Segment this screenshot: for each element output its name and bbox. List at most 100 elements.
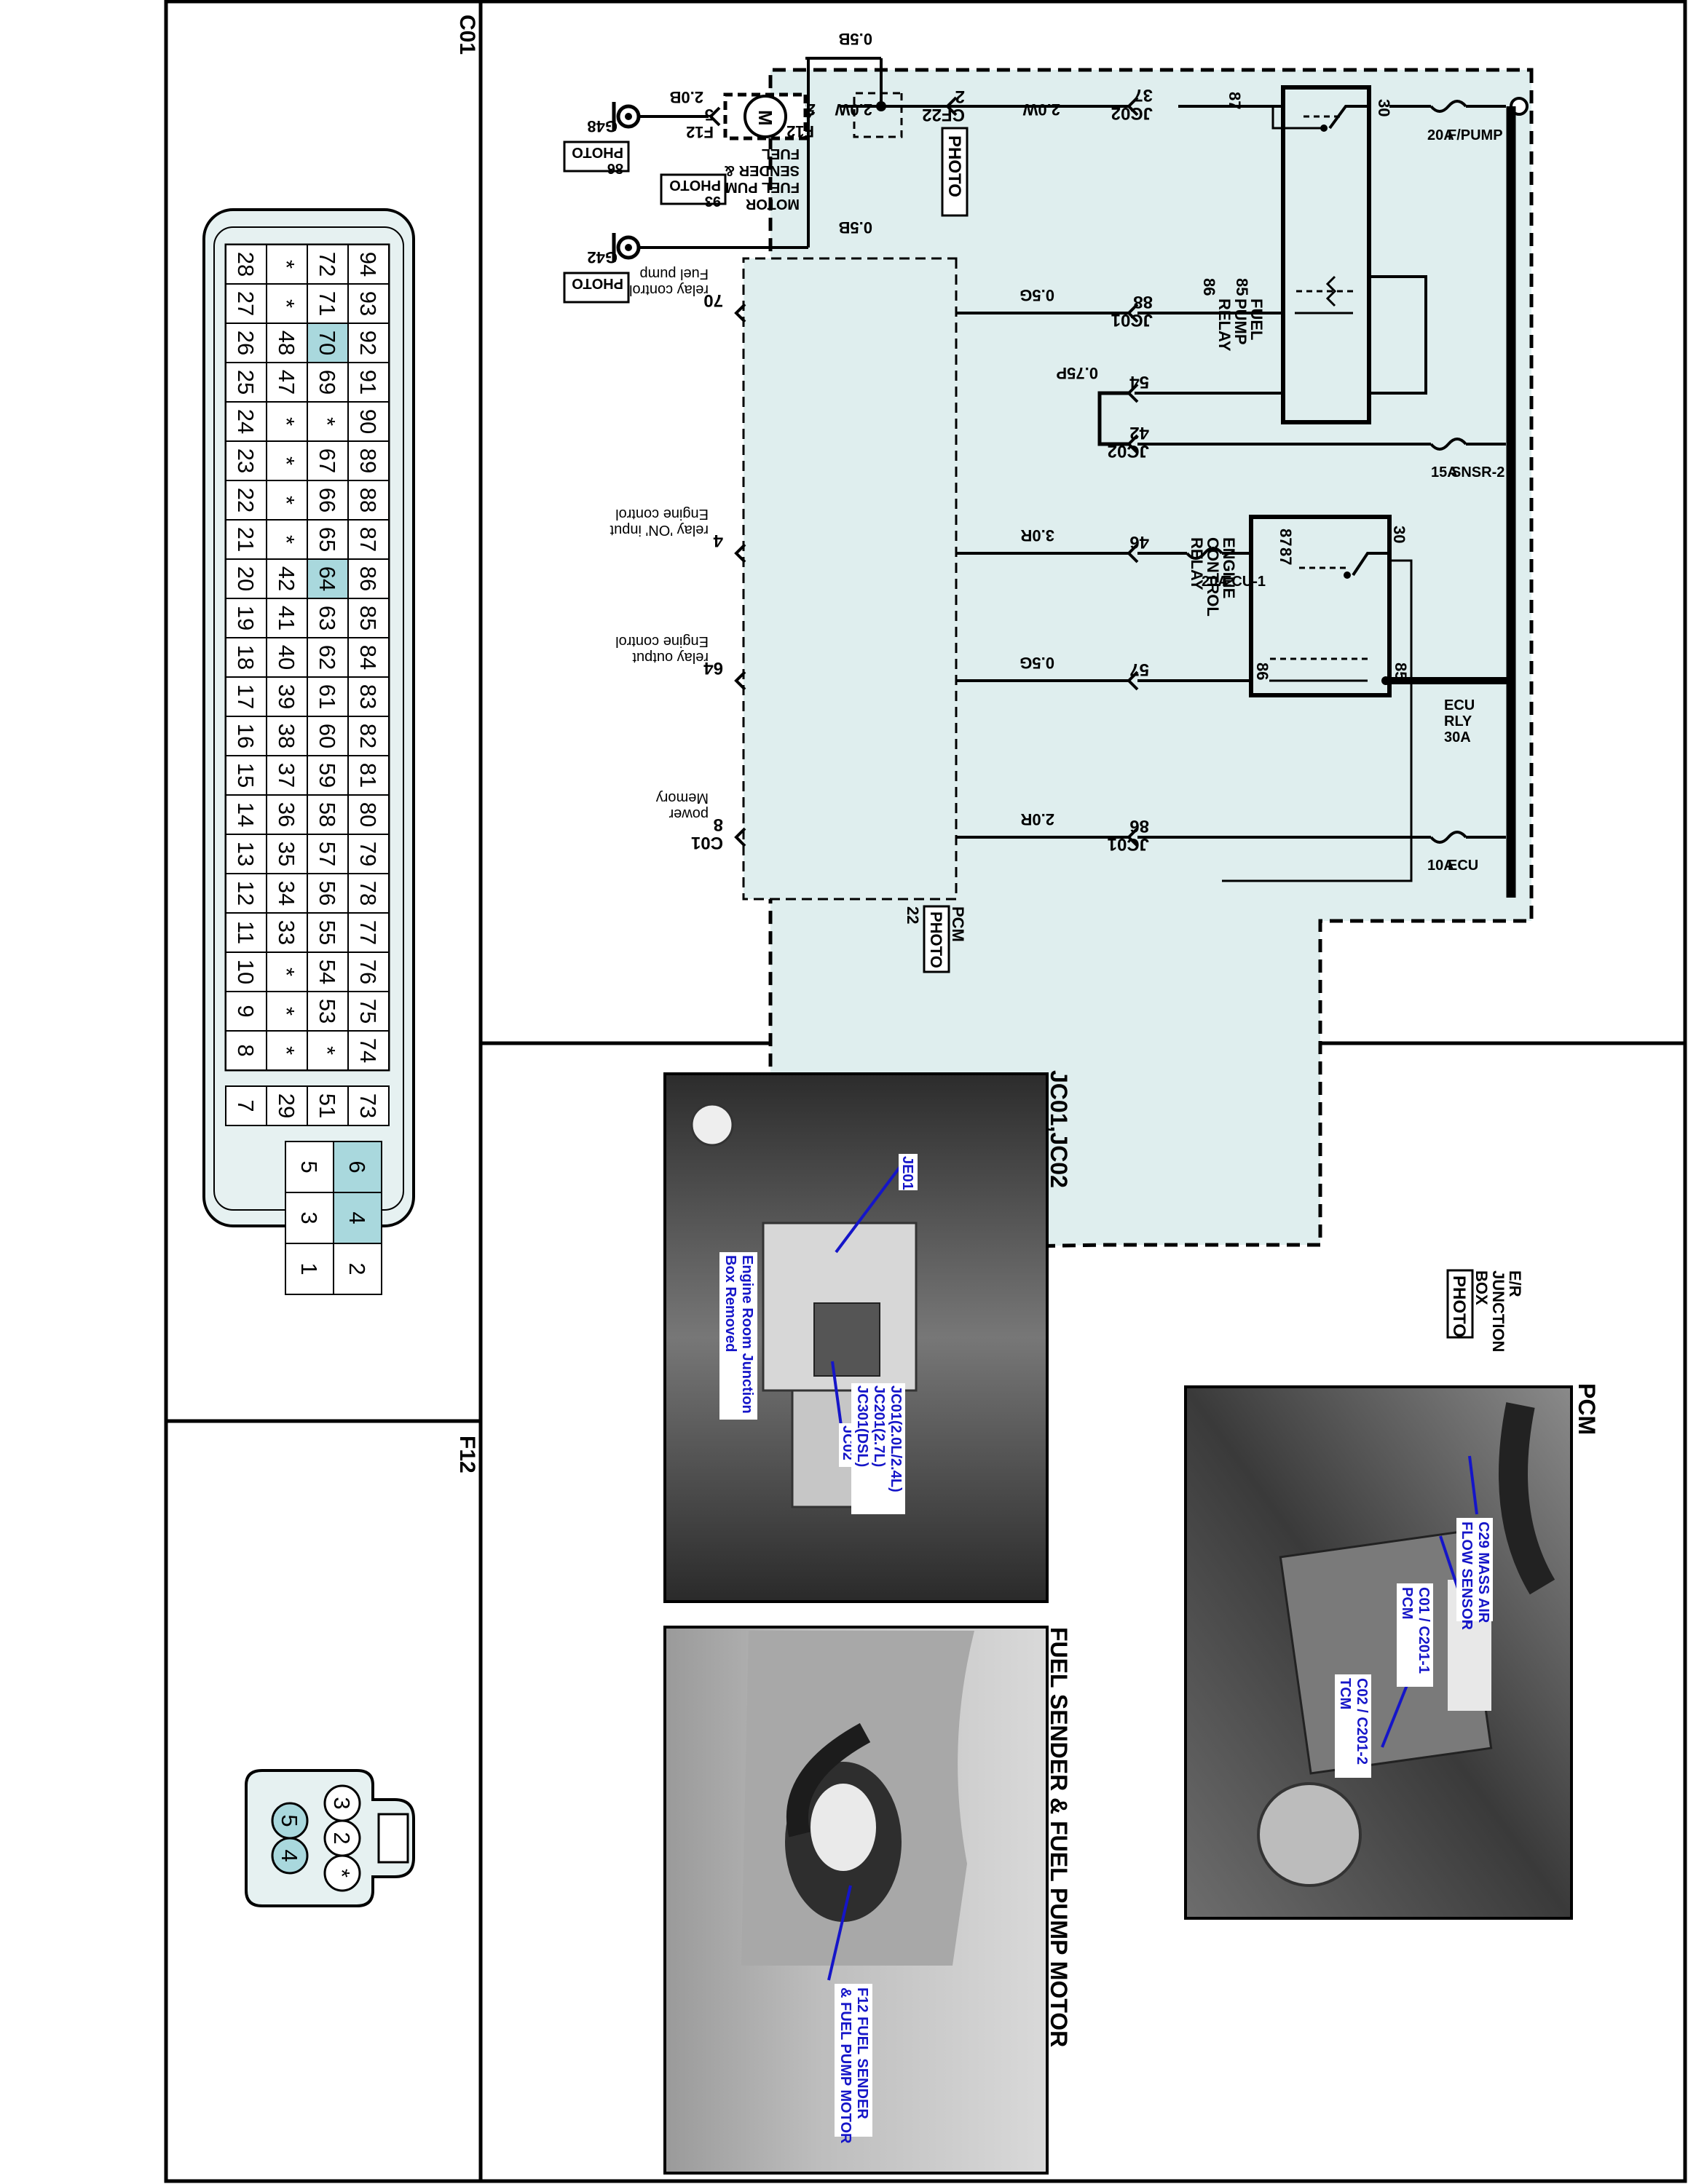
c01-pin-label: 71	[315, 291, 340, 316]
jc-photo-title: JC01,JC02	[1046, 1070, 1072, 1188]
fuse-ecu1	[1186, 547, 1223, 560]
pcm-photo-title: PCM	[1574, 1383, 1600, 1435]
page-frame	[164, 0, 1687, 2183]
c01-pin-label: *	[274, 260, 299, 269]
c01-pin-label: 72	[315, 252, 340, 277]
pcm-pin-4-desc-2: relay 'ON' input	[610, 522, 709, 538]
fuse-sensor2-name: SNSR-2	[1451, 464, 1504, 480]
fuse-ecu-rly-name: ECU	[1444, 697, 1475, 713]
jc01-88-pin: 88	[1133, 292, 1153, 312]
f12-label-2: SENDER &	[725, 162, 800, 178]
c01-pin-label: 91	[355, 370, 381, 395]
c01-pin-label: 18	[233, 645, 259, 670]
junction-box-photo-tag: PHOTO	[1449, 1275, 1469, 1337]
c01-pin-label: 12	[233, 881, 259, 906]
jc-note-1: Engine Room Junction	[739, 1255, 755, 1414]
c01-pin-label: 35	[274, 842, 299, 866]
pcm-pin-70: 70	[703, 290, 723, 310]
c01-small-label: 3	[296, 1211, 322, 1224]
c01-pin-label: 61	[315, 684, 340, 709]
c01-pin-label: *	[274, 1046, 299, 1055]
wiring-schematic: E/R JUNCTION BOX PHOTO F/PUMP 20A 30 FUE…	[563, 30, 1534, 1352]
jc-note-2: Box Removed	[722, 1255, 738, 1352]
c01-pin-label: 42	[274, 566, 299, 591]
c01-small-label: 6	[344, 1160, 370, 1173]
c01-pin-label: 21	[233, 527, 259, 552]
wire-2-0b: 2.0B	[670, 88, 703, 106]
c01-connector-face: C01 949392919089888786858483828180797877…	[202, 15, 479, 1295]
c01-pin-label: *	[274, 968, 299, 976]
ecr-pin-87a: 87	[1277, 529, 1295, 546]
f12-connector-face: F12 32*54	[245, 1436, 479, 1907]
c01-pin-label: 86	[355, 566, 381, 591]
c01-pin-cell	[225, 1030, 267, 1071]
c01-pin-label: 63	[315, 606, 340, 630]
f12-pin-label: 5	[277, 1814, 302, 1827]
c01-pin-label: 41	[274, 606, 299, 630]
f12-pin-label: 4	[277, 1849, 302, 1861]
fuse-ecu	[1429, 831, 1467, 844]
c01-pin-label: 75	[355, 999, 381, 1024]
c01-pin-label: 76	[355, 960, 381, 984]
c01-pin-label: 82	[355, 724, 381, 748]
c01-pin-label: 84	[355, 645, 381, 670]
jc-callout-jc01a: JC01(2.0L/2.4L)	[888, 1385, 904, 1492]
wire-3-0r: 3.0R	[1020, 526, 1054, 545]
cf22-photo-tag: PHOTO	[944, 135, 964, 197]
f12-label-4: MOTOR	[745, 196, 800, 212]
c01-pin-label: 66	[315, 488, 340, 513]
pcm-pin-8: 8	[714, 815, 723, 834]
c01-pin-label: 89	[355, 448, 381, 473]
c01-title: C01	[455, 15, 479, 55]
wire-0-5g-b: 0.5G	[1019, 654, 1054, 672]
c01-pin-label: 94	[355, 252, 381, 277]
c01-small-label: 2	[344, 1262, 370, 1275]
pcm-callout-3a: C02 / C201-2	[1354, 1678, 1370, 1765]
c01-pin-label: 67	[315, 448, 340, 473]
c01-pin-label: 57	[315, 842, 340, 866]
c01-pin-label: 39	[274, 684, 299, 709]
ecr-pin-86: 86	[1253, 662, 1271, 680]
fuel-photo-title: FUEL SENDER & FUEL PUMP MOTOR	[1046, 1627, 1072, 2047]
wire-0-75p: 0.75P	[1057, 364, 1099, 382]
jc-callout-je01: JE01	[899, 1156, 915, 1190]
pcm-callout-2b: PCM	[1399, 1587, 1415, 1619]
f12-photo-tag: PHOTO	[669, 177, 721, 193]
pcm-callout-1a: C29 MASS AIR	[1475, 1522, 1491, 1623]
fuse-ecu1-name: ECU-1	[1222, 574, 1266, 590]
junction-box-title-3: BOX	[1472, 1270, 1491, 1305]
f12-pin-label: 3	[329, 1797, 355, 1809]
c01-pin-label: 22	[233, 488, 259, 513]
fuse-ecu-rly-rating: 30A	[1444, 729, 1471, 745]
c01-pin-label: 92	[355, 331, 381, 355]
pcm-pin-8-desc-1: Memory	[656, 790, 709, 806]
c01-pin-label: 59	[315, 763, 340, 788]
c01-pin-label: *	[274, 496, 299, 505]
c01-pin-label: 38	[274, 724, 299, 748]
c01-pin-label: 87	[355, 527, 381, 552]
cf22-name: CF22	[922, 105, 965, 124]
c01-pin-label: *	[274, 1007, 299, 1016]
c01-pin-label: 17	[233, 684, 259, 709]
c01-pin-label: 40	[274, 645, 299, 670]
c01-aux-label: 51	[315, 1093, 340, 1118]
c01-pin-label: 14	[233, 802, 259, 827]
f12-label-1: FUEL	[762, 146, 800, 162]
jc-callout-jc01c: JC301(DSL)	[854, 1385, 870, 1467]
c01-pin-label: 54	[315, 960, 340, 984]
c01-pin-label: 56	[315, 881, 340, 906]
pcm-pin-4: 4	[713, 531, 723, 550]
pcm-photo-panel: PCM C29 MASS AIR FLOW SENSOR C01 / C201-…	[1184, 1383, 1600, 1920]
c01-pin-label: 93	[355, 291, 381, 316]
fuse-sensor2-rating: 15A	[1431, 464, 1458, 480]
c01-pin-label: 81	[355, 763, 381, 788]
jc-callout-jc01b: JC201(2.7L)	[871, 1385, 887, 1467]
c01-pin-label: 10	[233, 960, 259, 984]
pcm-callout-3b: TCM	[1337, 1678, 1353, 1709]
c01-pin-label: 69	[315, 370, 340, 395]
g42-name: G42	[587, 248, 618, 266]
pcm-name: PCM	[949, 906, 967, 942]
c01-pin-label: *	[315, 1046, 340, 1055]
c01-pin-label: 9	[233, 1005, 259, 1017]
